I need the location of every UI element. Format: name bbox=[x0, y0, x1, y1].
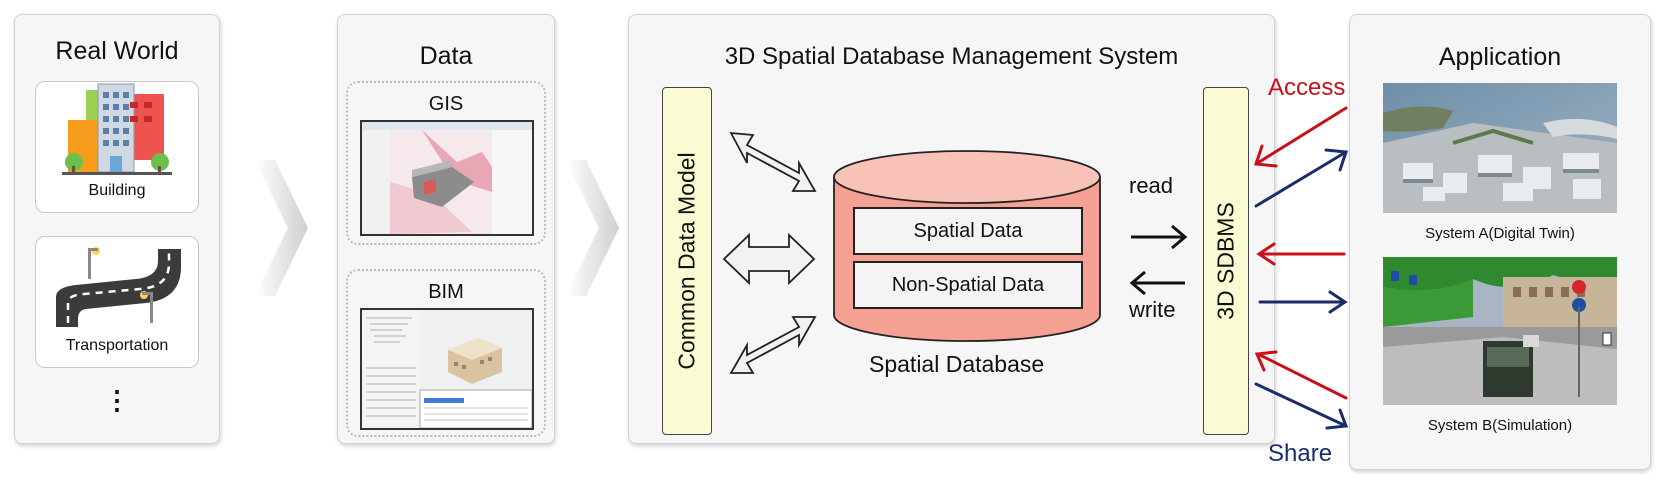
double-arrows bbox=[722, 131, 1188, 374]
data-title: Data bbox=[419, 42, 473, 70]
building-card: Building bbox=[35, 81, 199, 213]
sdbms-bar: 3D SDBMS bbox=[1203, 87, 1249, 435]
transportation-card: Transportation bbox=[35, 236, 199, 368]
spatial-database-label: Spatial Database bbox=[869, 351, 1045, 377]
spatial-data-box: Spatial Data bbox=[853, 207, 1083, 255]
gis-label: GIS bbox=[428, 93, 464, 115]
gis-group: GIS bbox=[346, 81, 546, 245]
gis-screenshot bbox=[360, 120, 534, 236]
data-panel: Data GIS BIM bbox=[337, 14, 555, 444]
sdbms-title: 3D Spatial Database Management System bbox=[724, 43, 1179, 70]
non-spatial-data-box: Non-Spatial Data bbox=[853, 261, 1083, 309]
system-b-label: System B(Simulation) bbox=[1427, 417, 1573, 434]
bim-group: BIM bbox=[346, 269, 546, 437]
double-arrow-bottom-icon bbox=[729, 316, 817, 374]
road-icon bbox=[56, 247, 181, 327]
system-a-label: System A(Digital Twin) bbox=[1425, 225, 1575, 242]
real-world-panel: Real World Building bbox=[14, 14, 220, 444]
building-icon bbox=[62, 83, 172, 175]
double-arrow-middle-icon bbox=[722, 232, 816, 286]
share-label: Share bbox=[1268, 440, 1333, 467]
sdbms-panel: 3D Spatial Database Management System Co… bbox=[628, 14, 1275, 444]
double-arrow-top-icon bbox=[729, 131, 817, 192]
sdbms-bar-label: 3D SDBMS bbox=[1212, 202, 1239, 320]
real-world-title: Real World bbox=[55, 37, 179, 65]
read-label: read bbox=[1129, 173, 1174, 198]
system-a-image bbox=[1383, 83, 1617, 213]
transportation-label: Transportation bbox=[65, 337, 169, 354]
building-label: Building bbox=[88, 182, 146, 199]
access-label: Access bbox=[1268, 74, 1346, 101]
write-label: write bbox=[1129, 297, 1176, 322]
common-data-model-bar: Common Data Model bbox=[662, 87, 712, 435]
system-b-image bbox=[1383, 257, 1617, 405]
more-items-ellipsis: ⋮ bbox=[104, 385, 130, 415]
bim-screenshot bbox=[360, 308, 534, 430]
application-title: Application bbox=[1438, 43, 1562, 71]
chevron-arrow-2-icon bbox=[566, 160, 619, 296]
application-panel: Application System A(Digital Twin) bbox=[1349, 14, 1651, 470]
bim-label: BIM bbox=[428, 281, 464, 303]
